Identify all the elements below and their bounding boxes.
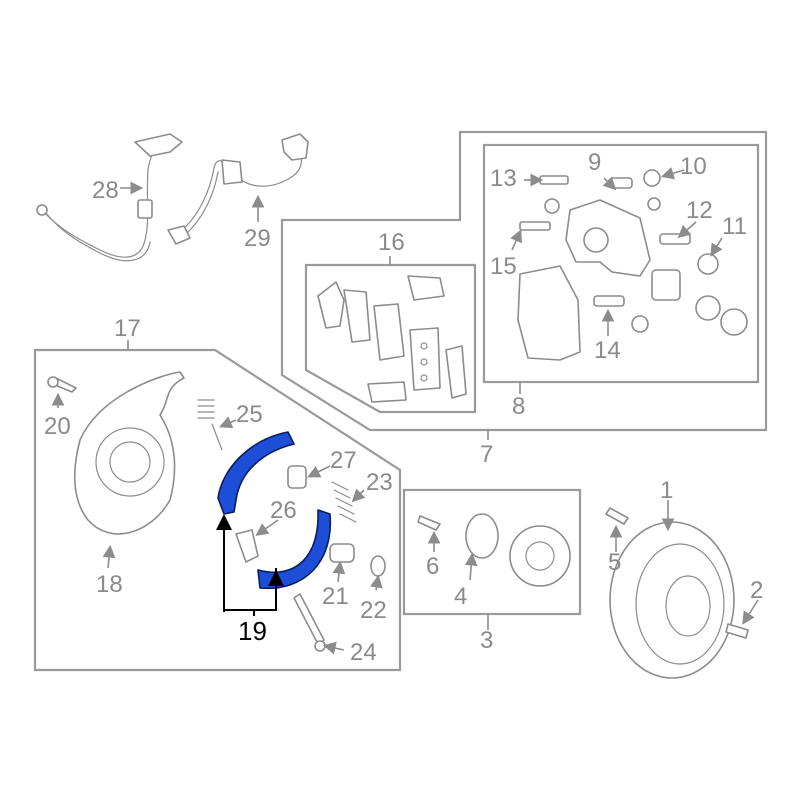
label-10: 10 (680, 153, 707, 180)
label-9: 9 (588, 149, 601, 176)
label-29: 29 (244, 225, 271, 252)
label-19: 19 (238, 616, 267, 646)
label-18: 18 (96, 571, 123, 598)
label-1: 1 (660, 477, 673, 504)
caliper-assembly-frame (482, 143, 760, 384)
bolt-2[interactable] (725, 623, 749, 639)
label-26: 26 (270, 497, 297, 524)
label-20: 20 (44, 413, 71, 440)
washer-22[interactable] (370, 555, 386, 577)
label-21: 21 (322, 583, 349, 610)
caliper-group-frame (280, 130, 768, 432)
spring-23[interactable] (331, 481, 357, 523)
label-12: 12 (686, 197, 713, 224)
spring-21[interactable] (329, 543, 355, 563)
label-8: 8 (512, 393, 525, 420)
wheel-speed-sensor-29[interactable] (167, 133, 309, 245)
bolt-20[interactable] (47, 376, 77, 393)
label-14: 14 (594, 337, 621, 364)
brake-rotor[interactable] (609, 521, 735, 679)
label-3: 3 (480, 627, 493, 654)
label-24: 24 (350, 639, 377, 666)
pin-24[interactable] (293, 593, 326, 652)
backing-plate-group-frame (33, 348, 402, 672)
label-6: 6 (426, 553, 439, 580)
label-15: 15 (490, 253, 517, 280)
label-11: 11 (722, 213, 747, 240)
wheel-speed-sensor-28[interactable] (36, 133, 183, 262)
label-22: 22 (360, 597, 387, 624)
caliper-assembly[interactable] (517, 169, 748, 361)
label-16: 16 (378, 229, 405, 256)
adjuster-26[interactable] (235, 529, 259, 563)
label-17: 17 (114, 315, 141, 342)
hub-bearing[interactable] (417, 513, 571, 587)
label-5: 5 (608, 549, 621, 576)
adjuster-27[interactable] (287, 465, 307, 489)
backing-plate[interactable] (73, 371, 185, 535)
brake-pad-kit[interactable] (317, 275, 467, 403)
label-28: 28 (92, 177, 119, 204)
pad-kit-frame (304, 263, 477, 414)
label-25: 25 (236, 401, 263, 428)
spring-25[interactable] (197, 399, 223, 451)
parking-brake-shoe-19[interactable] (217, 431, 332, 590)
label-2: 2 (750, 577, 763, 604)
label-23: 23 (366, 469, 393, 496)
bolt-5[interactable] (605, 507, 629, 525)
label-13: 13 (490, 165, 517, 192)
label-4: 4 (454, 583, 467, 610)
label-27: 27 (330, 447, 357, 474)
label-7: 7 (480, 441, 493, 468)
hub-group-frame (402, 488, 582, 616)
